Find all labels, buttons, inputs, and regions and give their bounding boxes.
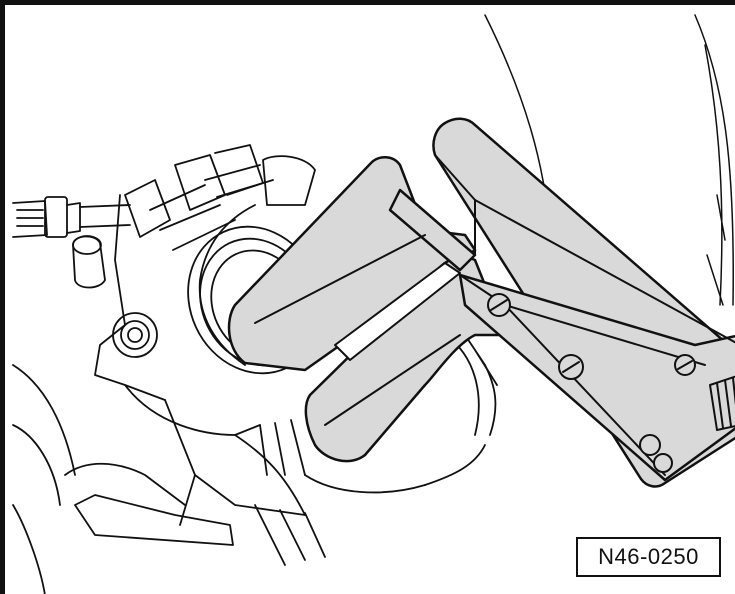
caliper-body [72, 144, 498, 566]
brake-caliper-illustration [12, 14, 735, 594]
hand-outline [12, 364, 234, 594]
figure-label: N46-0250 [576, 537, 721, 577]
piston-reset-tool [227, 117, 735, 488]
brake-hose [12, 196, 131, 238]
tool-details [254, 154, 735, 476]
